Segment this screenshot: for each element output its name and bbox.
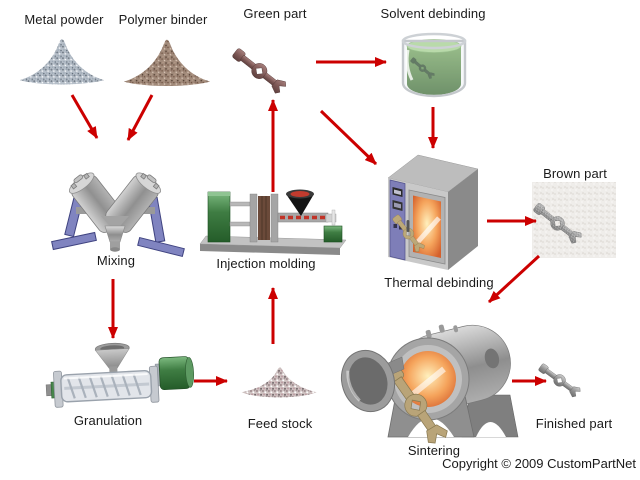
mixing-machine	[51, 172, 185, 258]
thermal-debinding-oven	[387, 154, 479, 270]
arrow-green-part-to-thermal	[319, 109, 378, 166]
label-injection-molding: Injection molding	[216, 256, 316, 271]
label-thermal-debinding: Thermal debinding	[384, 275, 494, 290]
metal-powder-pile	[19, 39, 105, 85]
label-metal-powder: Metal powder	[24, 12, 104, 27]
granulation-machine	[45, 342, 194, 408]
door-handle	[406, 220, 410, 232]
arrow-brown-part-to-sintering	[487, 254, 541, 304]
polymer-binder-pile	[123, 39, 211, 86]
beaker-liquid	[407, 46, 461, 95]
brown-part-image	[530, 182, 616, 258]
sintering-furnace	[340, 324, 519, 443]
label-granulation: Granulation	[73, 413, 143, 428]
clamp-end-block	[207, 191, 231, 243]
extruder-screw	[66, 373, 142, 399]
label-polymer-binder: Polymer binder	[118, 12, 208, 27]
copyright-text: Copyright © 2009 CustomPartNet	[442, 456, 636, 471]
label-green-part: Green part	[243, 6, 307, 21]
beaker-rim	[401, 32, 467, 50]
label-sintering: Sintering	[407, 443, 461, 458]
mold-block	[258, 196, 270, 240]
hopper	[286, 194, 314, 216]
label-brown-part: Brown part	[543, 166, 607, 181]
blender-cone	[104, 225, 126, 243]
green-part-image	[232, 22, 324, 108]
arrow-polymer-binder-to-mixing	[126, 94, 154, 141]
extruder-funnel	[94, 348, 130, 369]
oven-side	[448, 169, 478, 270]
solvent-debinding-beaker	[401, 32, 467, 98]
feed-stock-pile	[241, 367, 317, 398]
injection-molding-machine	[199, 189, 347, 255]
finished-part-image	[534, 350, 614, 414]
label-mixing: Mixing	[96, 253, 136, 268]
arrow-metal-powder-to-mixing	[70, 94, 99, 139]
label-finished-part: Finished part	[535, 416, 613, 431]
furnace-door-open	[340, 349, 396, 413]
label-solvent-debinding: Solvent debinding	[380, 6, 486, 21]
label-feed-stock: Feed stock	[247, 416, 313, 431]
